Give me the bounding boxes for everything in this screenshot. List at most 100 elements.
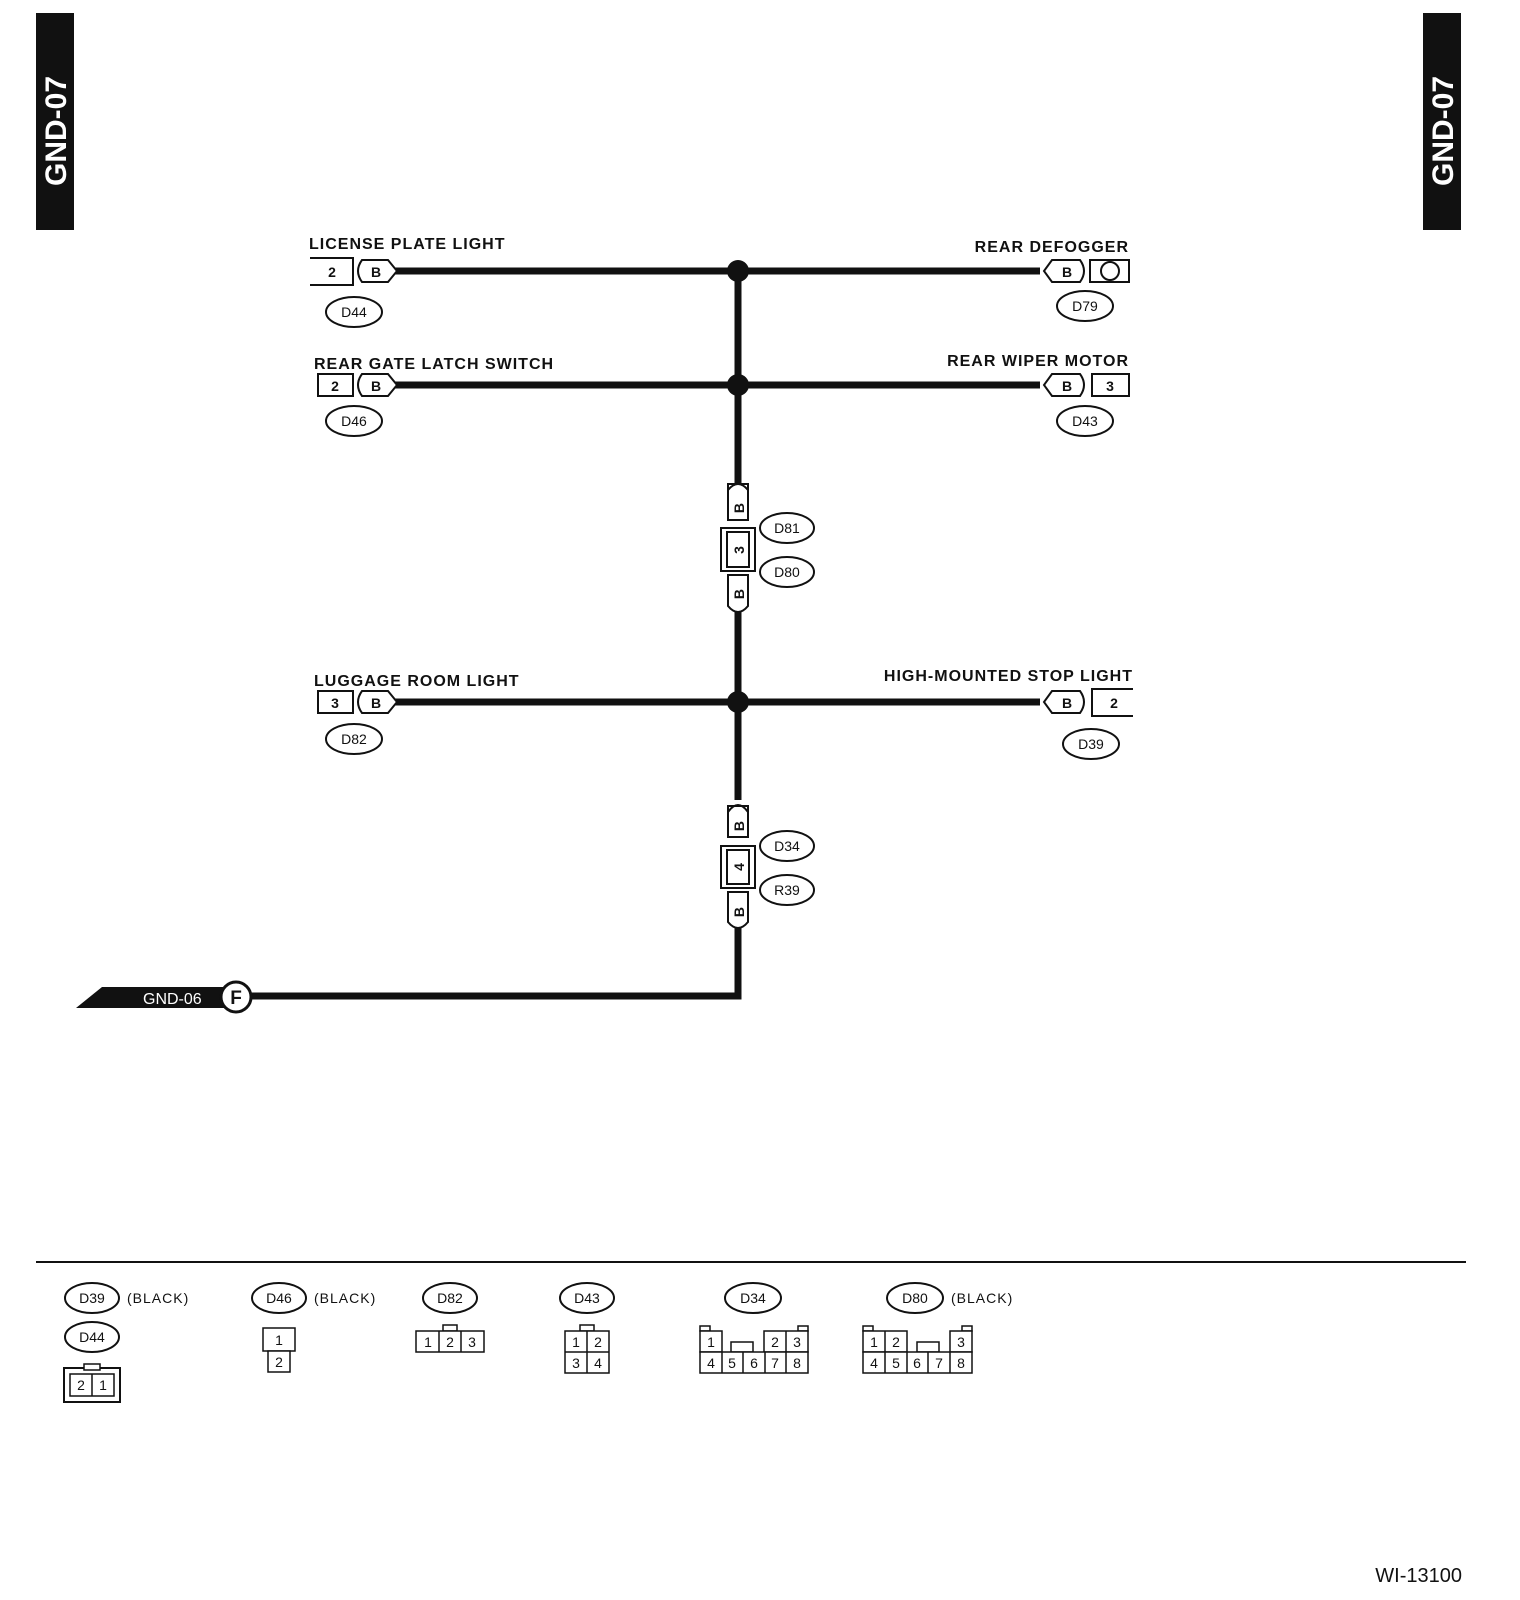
legend-d80-pin-1: 1	[870, 1334, 878, 1350]
upper-junction-connector-b: D80	[774, 564, 800, 580]
legend-d34-pin-2: 2	[771, 1334, 779, 1350]
lower-junction-wire-top: B	[731, 821, 747, 831]
luggage-room-light-pin: 3	[331, 695, 339, 711]
license-plate-light-pin: 2	[328, 264, 336, 280]
legend-d44-pin-b: 1	[99, 1377, 107, 1393]
legend-d82-pin-3: 3	[468, 1334, 476, 1350]
high-mounted-stop-light-wire: B	[1062, 695, 1072, 711]
ground-point-icon	[219, 980, 253, 1014]
legend-d34-pin-4: 4	[707, 1355, 715, 1371]
legend-d46: D46 (BLACK) 1 2	[251, 1282, 376, 1373]
rear-defogger-connector: D79	[1072, 298, 1098, 314]
wires	[250, 267, 1040, 1000]
legend-d80: D80 (BLACK) 1 2 3 4 5 6 7 8	[862, 1282, 1013, 1374]
legend-d43-pin-1: 1	[572, 1334, 580, 1350]
lower-junction-connector-a: D34	[774, 838, 800, 854]
legend-d34-pin-5: 5	[728, 1355, 736, 1371]
luggage-room-light-wire: B	[371, 695, 381, 711]
left-page-tab: GND-07	[36, 13, 74, 230]
rear-gate-latch-switch: REAR GATE LATCH SWITCH 2 B D46	[314, 356, 554, 437]
legend-d34-pin-6: 6	[750, 1355, 758, 1371]
splice-node-2	[727, 374, 749, 396]
luggage-room-light-label: LUGGAGE ROOM LIGHT	[314, 673, 520, 690]
legend-d39-note: (BLACK)	[127, 1290, 189, 1306]
legend-d43-pin-2: 2	[594, 1334, 602, 1350]
splice-node-1	[727, 260, 749, 282]
rear-wiper-motor-label: REAR WIPER MOTOR	[947, 353, 1129, 370]
legend-d46-pin-b: 2	[275, 1354, 283, 1370]
defogger-terminal-icon	[1100, 261, 1120, 281]
legend-d34-code: D34	[740, 1290, 766, 1306]
legend-d43-code: D43	[574, 1290, 600, 1306]
legend-d34-pin-1: 1	[707, 1334, 715, 1350]
rear-gate-latch-switch-wire: B	[371, 378, 381, 394]
upper-junction-wire-bottom: B	[731, 589, 747, 599]
legend-d43-pin-3: 3	[572, 1355, 580, 1371]
license-plate-light-connector: D44	[341, 304, 367, 320]
high-mounted-stop-light-pin: 2	[1110, 695, 1118, 711]
wire-to-ground	[250, 928, 742, 1000]
legend-d80-pin-5: 5	[892, 1355, 900, 1371]
legend-d80-pin-7: 7	[935, 1355, 943, 1371]
legend-d82-pin-1: 1	[424, 1334, 432, 1350]
upper-junction-pin: 3	[731, 546, 747, 554]
right-tab-text: GND-07	[1427, 76, 1460, 186]
legend-d80-pin-6: 6	[913, 1355, 921, 1371]
legend-d80-pin-8: 8	[957, 1355, 965, 1371]
rear-defogger: REAR DEFOGGER B D79	[975, 239, 1130, 322]
legend-d82-code: D82	[437, 1290, 463, 1306]
legend-d44-pin-a: 2	[77, 1377, 85, 1393]
legend-d34: D34 1 2 3 4 5 6 7 8	[699, 1282, 809, 1374]
legend-d44-code: D44	[79, 1329, 105, 1345]
upper-junction-connector: B 3 B D81 D80	[720, 483, 815, 613]
rear-gate-latch-switch-connector: D46	[341, 413, 367, 429]
ground-reference-point: F	[230, 988, 242, 1009]
legend-d82-pin-2: 2	[446, 1334, 454, 1350]
legend-d80-pin-2: 2	[892, 1334, 900, 1350]
rear-gate-latch-switch-label: REAR GATE LATCH SWITCH	[314, 356, 554, 373]
license-plate-light: LICENSE PLATE LIGHT 2 B D44	[309, 236, 505, 328]
rear-defogger-wire: B	[1062, 264, 1072, 280]
legend-d46-code: D46	[266, 1290, 292, 1306]
splice-node-3	[727, 691, 749, 713]
legend-d34-pin-3: 3	[793, 1334, 801, 1350]
lower-junction-connector-b: R39	[774, 882, 800, 898]
legend-d34-pin-8: 8	[793, 1355, 801, 1371]
rear-wiper-motor-pin: 3	[1106, 378, 1114, 394]
legend-d80-pin-4: 4	[870, 1355, 878, 1371]
ground-reference: GND-06 F	[76, 980, 253, 1014]
luggage-room-light-connector: D82	[341, 731, 367, 747]
license-plate-light-wire: B	[371, 264, 381, 280]
right-page-tab: GND-07	[1423, 13, 1461, 230]
ground-reference-label: GND-06	[143, 991, 202, 1008]
lower-junction-connector: B 4 B D34 R39	[720, 804, 815, 929]
rear-defogger-label: REAR DEFOGGER	[975, 239, 1129, 256]
legend-d39-code: D39	[79, 1290, 105, 1306]
legend-d46-note: (BLACK)	[314, 1290, 376, 1306]
upper-junction-wire-top: B	[731, 503, 747, 513]
legend-d46-pin-a: 1	[275, 1332, 283, 1348]
license-plate-light-label: LICENSE PLATE LIGHT	[309, 236, 505, 253]
legend-d82: D82 1 2 3	[415, 1282, 485, 1353]
high-mounted-stop-light-label: HIGH-MOUNTED STOP LIGHT	[884, 668, 1133, 685]
legend-d80-note: (BLACK)	[951, 1290, 1013, 1306]
rear-wiper-motor: REAR WIPER MOTOR B 3 D43	[947, 353, 1130, 437]
legend-d43-pin-4: 4	[594, 1355, 602, 1371]
lower-junction-pin: 4	[731, 863, 747, 871]
high-mounted-stop-light-connector: D39	[1078, 736, 1104, 752]
legend-d80-code: D80	[902, 1290, 928, 1306]
legend-d80-pin-3: 3	[957, 1334, 965, 1350]
lower-junction-wire-bottom: B	[731, 907, 747, 917]
legend-d39-d44: D39 (BLACK) D44 2 1	[63, 1282, 189, 1403]
legend-d43: D43 1 2 3 4	[559, 1282, 615, 1374]
high-mounted-stop-light: HIGH-MOUNTED STOP LIGHT B 2 D39	[884, 668, 1133, 760]
figure-id: WI-13100	[1375, 1565, 1462, 1587]
rear-wiper-motor-connector: D43	[1072, 413, 1098, 429]
legend-d34-pin-7: 7	[771, 1355, 779, 1371]
rear-wiper-motor-wire: B	[1062, 378, 1072, 394]
upper-junction-connector-a: D81	[774, 520, 800, 536]
rear-gate-latch-switch-pin: 2	[331, 378, 339, 394]
left-tab-text: GND-07	[40, 76, 73, 186]
luggage-room-light: LUGGAGE ROOM LIGHT 3 B D82	[314, 673, 520, 755]
